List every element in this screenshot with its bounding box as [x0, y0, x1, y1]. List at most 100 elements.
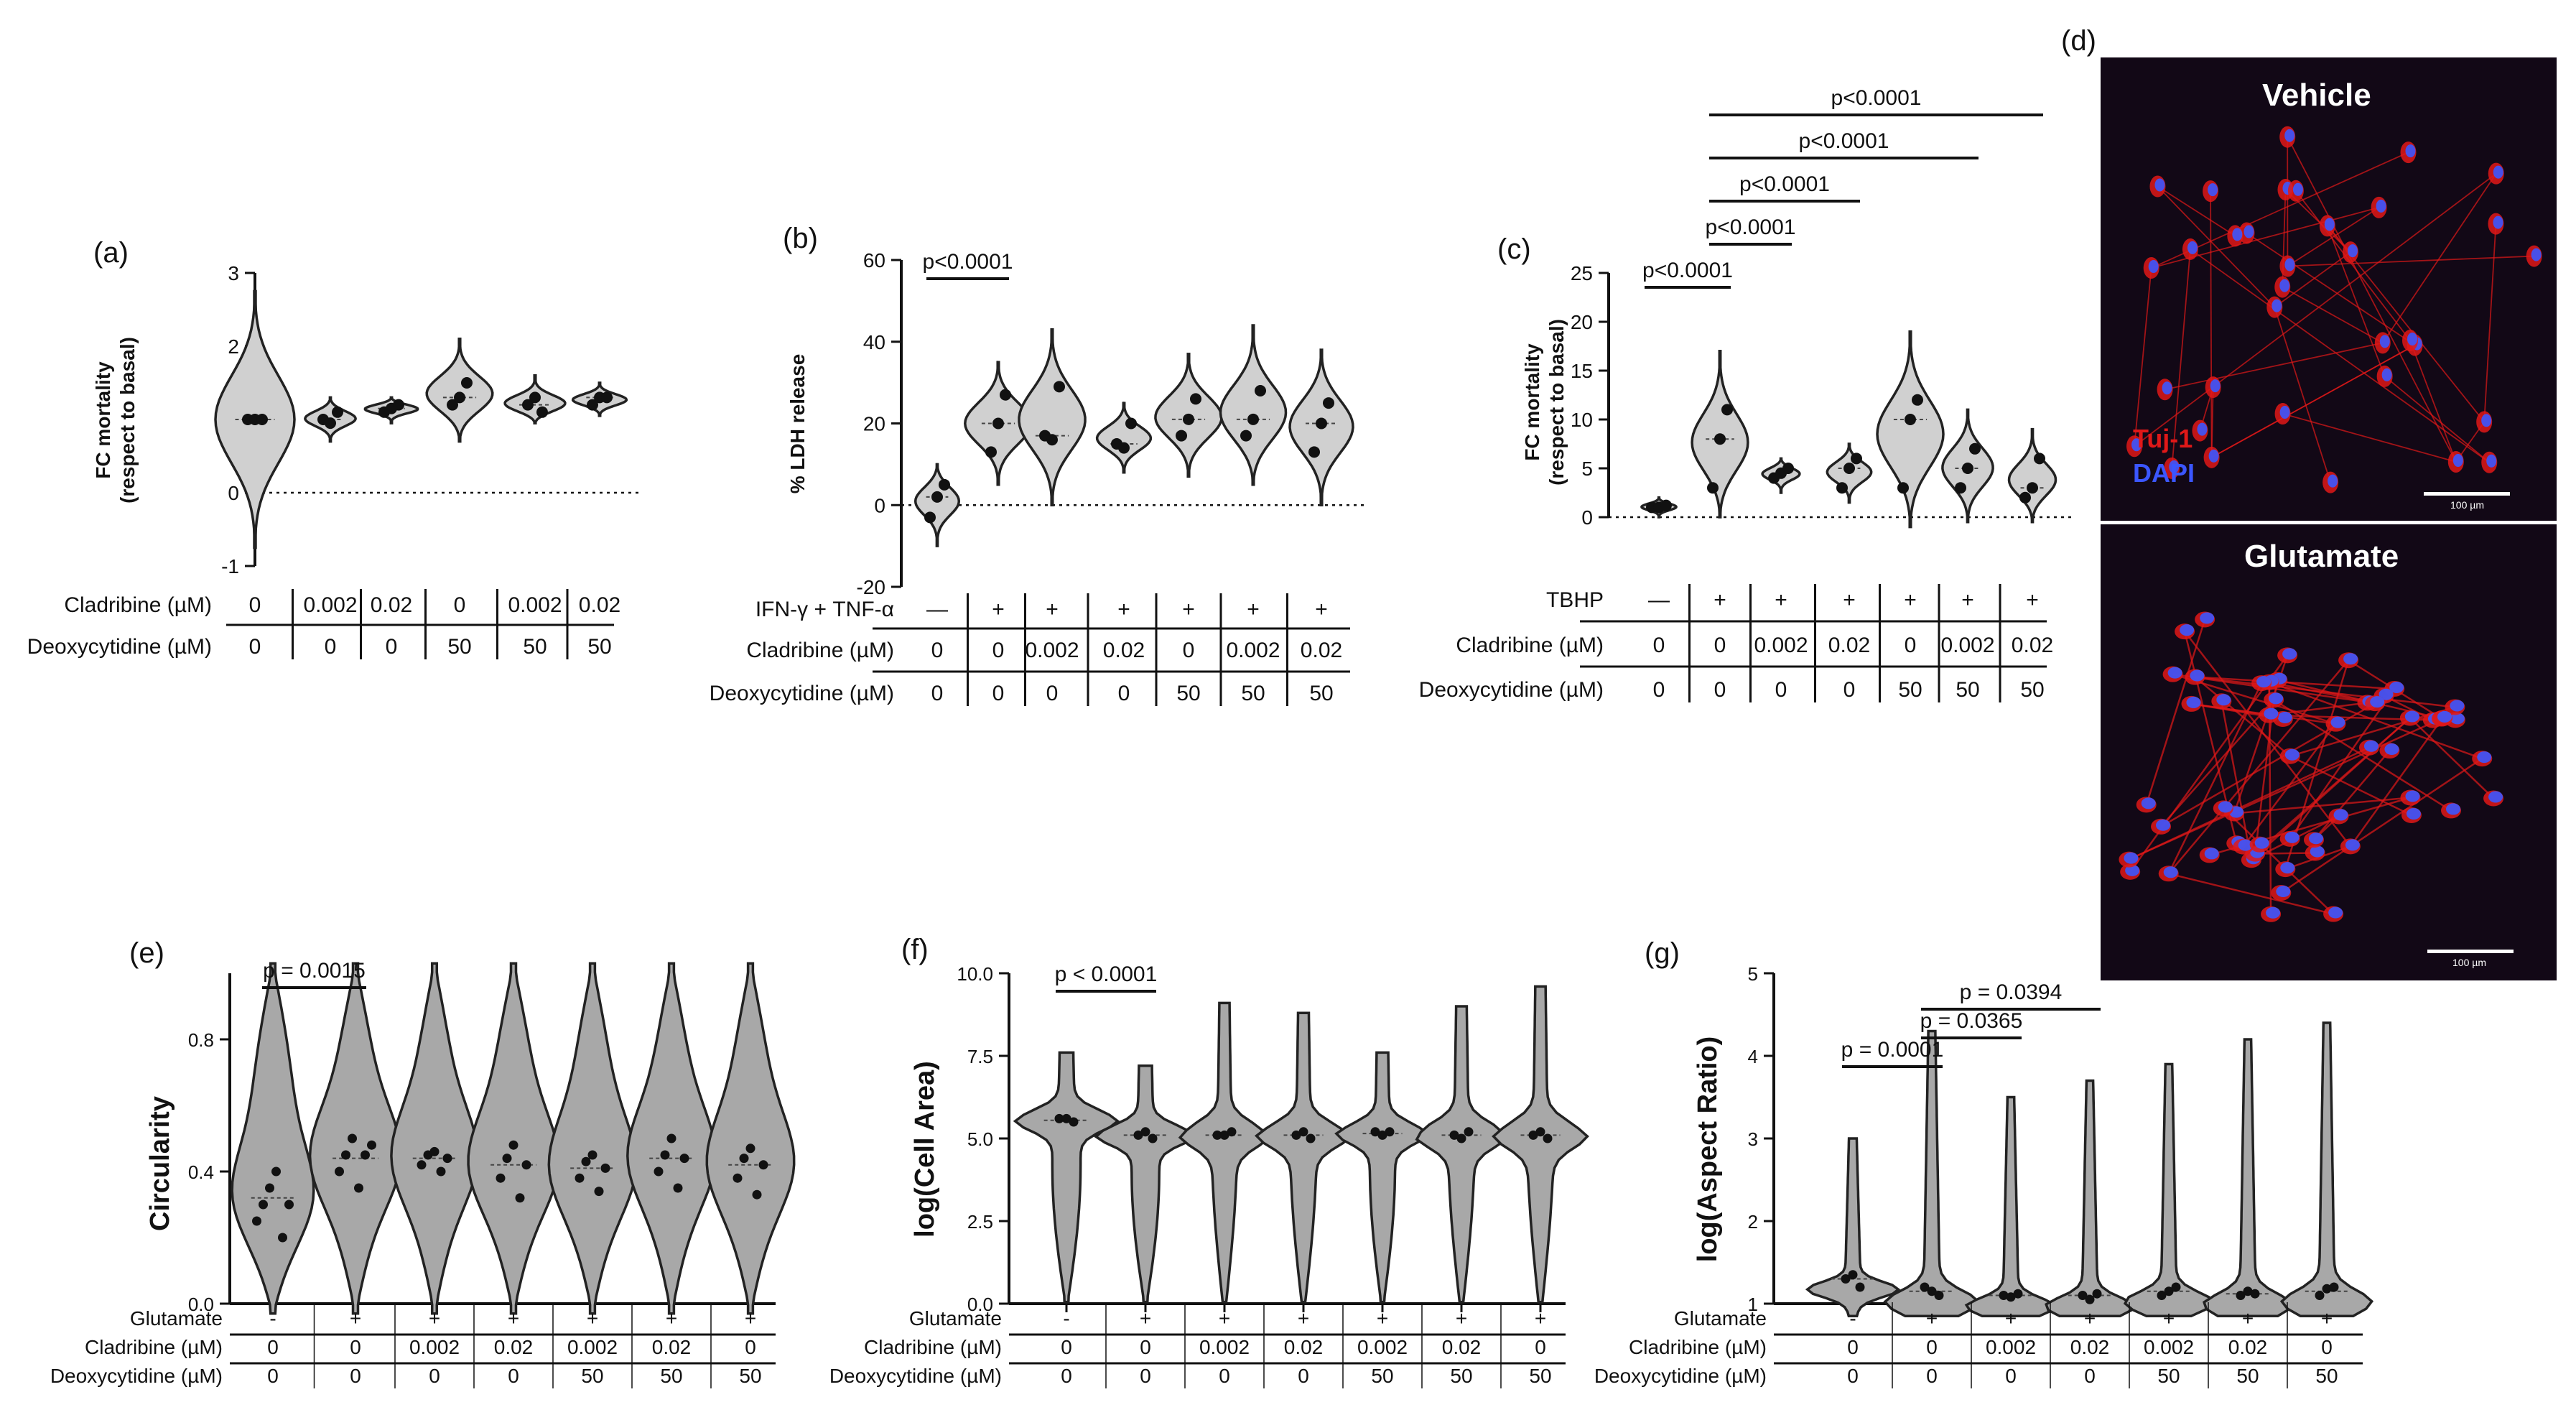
data-point — [1000, 389, 1011, 401]
data-point — [332, 406, 343, 418]
condition-value: — — [1648, 588, 1670, 612]
neurite — [2409, 340, 2457, 463]
condition-value: 0 — [2005, 1365, 2017, 1387]
data-point — [1212, 1130, 1222, 1140]
condition-value: + — [1926, 1307, 1938, 1330]
data-point — [1999, 1291, 2009, 1300]
y-tick-label: 2.5 — [967, 1211, 993, 1233]
condition-value: 0 — [2084, 1365, 2096, 1387]
data-point — [252, 1216, 261, 1226]
data-point — [1920, 1282, 1930, 1292]
neurite — [2287, 255, 2534, 267]
p-value-label: p = 0.0365 — [1920, 1009, 2023, 1033]
data-point — [496, 1173, 506, 1183]
nucleus — [2124, 852, 2139, 864]
data-point — [600, 1163, 610, 1173]
condition-value: 0 — [429, 1365, 440, 1387]
nucleus — [2280, 862, 2295, 874]
condition-value: — — [926, 598, 948, 621]
violin — [2279, 1021, 2374, 1318]
data-point — [284, 1200, 294, 1210]
nucleus — [2292, 182, 2303, 196]
condition-value: 0.002 — [1025, 639, 1079, 662]
y-tick-label: 1 — [1748, 1294, 1758, 1315]
condition-value: 0.02 — [652, 1336, 692, 1358]
nucleus — [2363, 740, 2379, 752]
nucleus — [2310, 845, 2325, 858]
condition-value: 0 — [1046, 682, 1059, 705]
y-tick-label: 0.4 — [188, 1161, 214, 1183]
nucleus — [2493, 165, 2503, 179]
condition-value: 0.02 — [2070, 1336, 2110, 1358]
condition-value: 0.02 — [2228, 1336, 2268, 1358]
nucleus — [2376, 199, 2386, 213]
panel-letter: (d) — [2061, 25, 2096, 57]
data-point — [587, 1150, 597, 1160]
data-point — [442, 1154, 452, 1164]
data-point — [1255, 385, 1266, 396]
data-point — [2171, 1282, 2181, 1292]
nucleus — [2381, 368, 2392, 381]
data-point — [1054, 381, 1065, 393]
condition-value: 0 — [992, 639, 1005, 662]
condition-value: 0 — [1061, 1336, 1072, 1358]
y-axis-label: FC mortality — [92, 361, 114, 479]
data-point — [341, 1150, 350, 1160]
nucleus — [2370, 696, 2385, 708]
scale-bar-label: 100 µm — [2450, 499, 2484, 511]
neurite — [2273, 699, 2452, 812]
condition-value: 50 — [1176, 682, 1200, 705]
data-point — [1308, 446, 1320, 458]
violin — [1178, 1001, 1271, 1304]
data-point — [1054, 1113, 1064, 1123]
vehicle-label: Vehicle — [2262, 78, 2371, 113]
y-tick-label: 40 — [863, 331, 885, 353]
data-point — [1190, 393, 1201, 405]
data-point — [1782, 463, 1794, 474]
condition-value: 50 — [2315, 1365, 2338, 1387]
data-point — [447, 399, 458, 411]
nucleus — [2406, 807, 2421, 820]
condition-value: 0 — [1140, 1365, 1151, 1387]
nucleus — [2272, 299, 2282, 312]
violin — [467, 962, 560, 1315]
data-point — [992, 417, 1004, 430]
nucleus — [2405, 790, 2420, 802]
y-axis-label: % LDH release — [786, 354, 809, 494]
condition-row-label: Deoxycytidine (µM) — [1594, 1365, 1767, 1387]
condition-value: 50 — [1956, 678, 1979, 702]
neurite — [2145, 619, 2206, 805]
data-point — [536, 406, 548, 418]
neurite — [2282, 286, 2384, 344]
data-point — [1535, 1127, 1545, 1137]
p-value-label: p = 0.0394 — [1960, 980, 2063, 1004]
condition-value: 0 — [1140, 1336, 1151, 1358]
condition-value: 50 — [1529, 1365, 1551, 1387]
nucleus — [2131, 438, 2142, 452]
violin — [1334, 1051, 1431, 1304]
panel-c: (c)FC mortality(respect to basal)0510152… — [1419, 86, 2075, 702]
neurite — [2280, 758, 2483, 894]
data-point — [752, 1189, 762, 1200]
neurite — [2157, 185, 2236, 237]
neurite — [2242, 723, 2337, 848]
nucleus — [2208, 449, 2219, 463]
neurite — [2295, 190, 2411, 341]
data-point — [1133, 1130, 1143, 1140]
condition-value: + — [1247, 598, 1260, 621]
data-point — [931, 491, 943, 503]
data-point — [348, 1133, 357, 1143]
nucleus — [2437, 710, 2452, 723]
scale-bar-label: 100 µm — [2452, 957, 2486, 968]
micrograph-glutamate: Glutamate 100 µm — [2101, 524, 2557, 980]
condition-value: 0.02 — [2012, 634, 2053, 657]
neurite — [2190, 249, 2490, 463]
nucleus — [2256, 676, 2272, 688]
data-point — [1969, 442, 1981, 455]
condition-row-label: Cladribine (µM) — [1629, 1336, 1767, 1358]
panel-letter: (e) — [129, 937, 164, 969]
panel-letter: (g) — [1645, 937, 1680, 969]
